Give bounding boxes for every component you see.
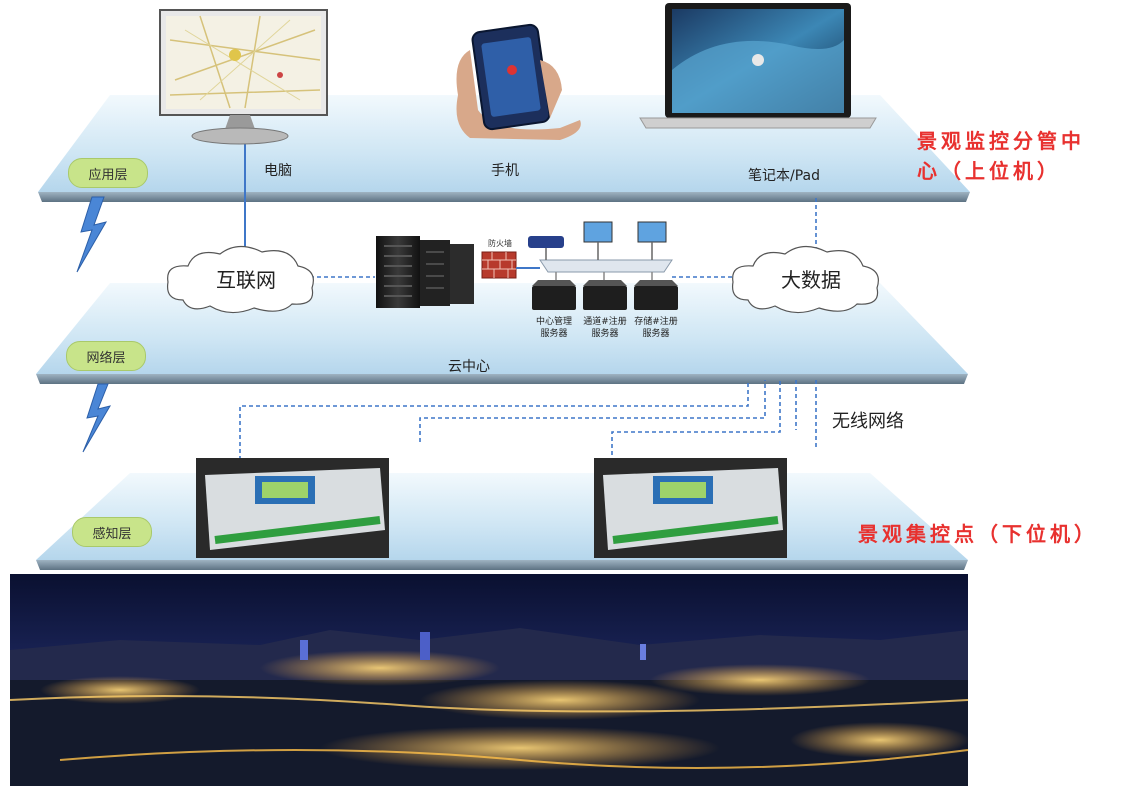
- cloud-center-label: 云中心: [448, 359, 490, 375]
- lightning-bolt-icon: [76, 196, 108, 273]
- laptop-icon: [639, 3, 877, 129]
- dashed-links: [239, 198, 817, 462]
- server-label: 中心管理 服务器: [510, 316, 598, 340]
- city-night-photo: [9, 574, 970, 786]
- controller-device-icon: [196, 458, 389, 558]
- server-label-line2: 服务器: [591, 329, 619, 339]
- network-switch-icon: [516, 221, 673, 286]
- wireless-network-label: 无线网络: [832, 411, 904, 432]
- server-label-line1: 中心管理: [535, 317, 572, 327]
- server-box-icon: [532, 280, 678, 310]
- controller-device-icon: [594, 458, 787, 558]
- server-label: 通道#注册 服务器: [561, 316, 649, 340]
- bigdata-cloud-icon: [731, 245, 879, 314]
- server-label-line1: 通道#注册: [583, 317, 627, 327]
- server-label-line2: 服务器: [642, 329, 670, 339]
- monitoring-center-label-line1: 景观监控分管中: [917, 129, 1085, 153]
- perception-layer-badge: 感知层: [72, 517, 152, 547]
- perception-layer-plate: [36, 473, 968, 570]
- firewall-icon: [481, 251, 517, 279]
- lightning-bolt-icon: [82, 383, 112, 453]
- server-rack-icon: [376, 236, 474, 308]
- desktop-computer-icon: [159, 9, 328, 145]
- computer-label: 电脑: [264, 163, 292, 179]
- server-label-line2: 服务器: [540, 329, 568, 339]
- monitoring-center-label: 景观监控分管中 心（上位机）: [917, 126, 1085, 186]
- firewall-label: 防火墙: [488, 239, 512, 248]
- server-label: 存储#注册 服务器: [612, 316, 700, 340]
- server-label-line1: 存储#注册: [634, 317, 678, 327]
- laptop-label: 笔记本/Pad: [748, 168, 820, 184]
- application-layer-badge: 应用层: [68, 158, 148, 188]
- internet-cloud-icon: [166, 245, 314, 314]
- mobile-phone-icon: [456, 23, 581, 140]
- network-layer-badge: 网络层: [66, 341, 146, 371]
- control-point-label: 景观集控点（下位机）: [858, 522, 1098, 546]
- phone-label: 手机: [491, 163, 519, 179]
- monitoring-center-label-line2: 心（上位机）: [917, 159, 1061, 183]
- bigdata-cloud-label: 大数据: [781, 268, 841, 292]
- internet-cloud-label: 互联网: [216, 268, 276, 292]
